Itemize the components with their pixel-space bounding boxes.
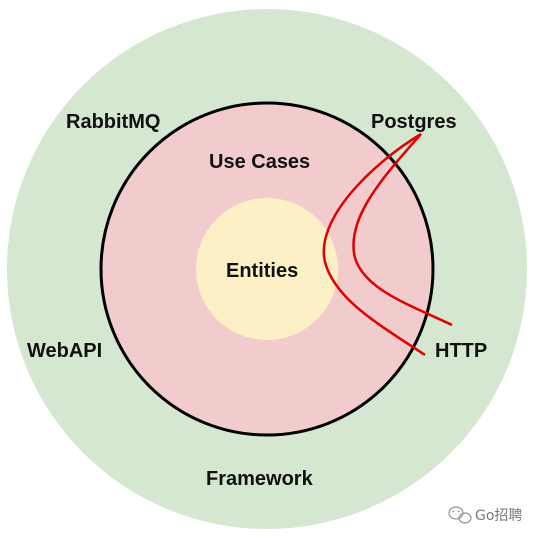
wechat-icon: [448, 506, 472, 524]
crossing-line-outer: [352, 133, 453, 327]
use-cases-label: Use Cases: [209, 151, 310, 173]
postgres-label: Postgres: [371, 111, 457, 133]
rabbitmq-label: RabbitMQ: [66, 111, 160, 133]
webapi-label: WebAPI: [27, 340, 102, 362]
http-label: HTTP: [435, 340, 487, 362]
entities-label: Entities: [226, 260, 298, 282]
framework-label: Framework: [206, 468, 314, 490]
watermark-text: Go招聘: [475, 508, 522, 524]
entities-core: [196, 198, 338, 340]
crossing-line-inner: [322, 132, 426, 357]
watermark: Go招聘: [448, 506, 522, 524]
